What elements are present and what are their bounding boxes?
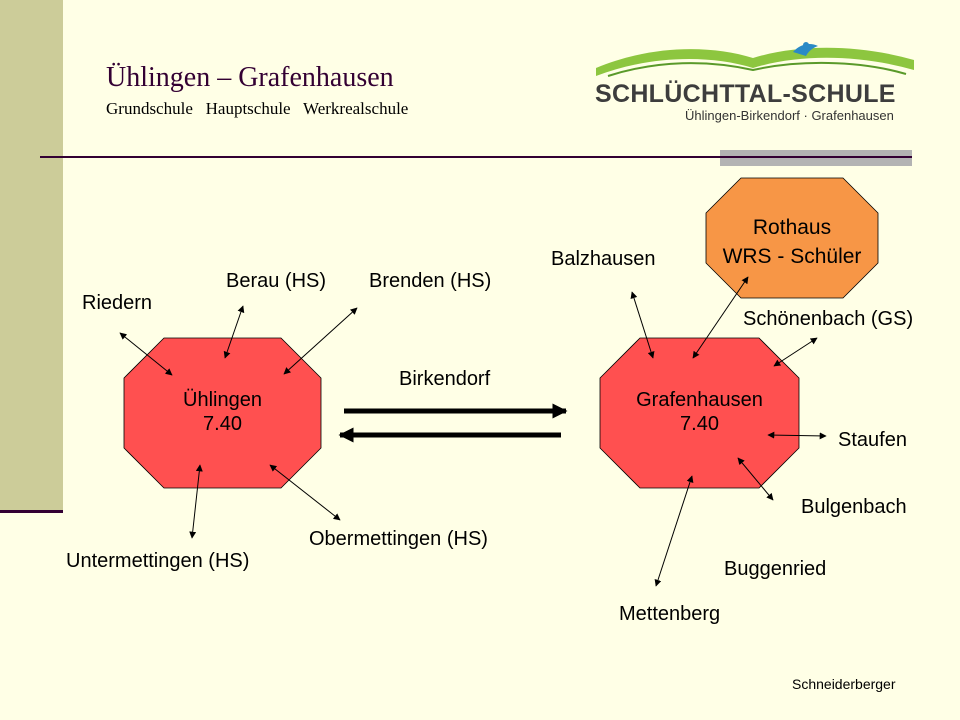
berau-connector (223, 305, 245, 359)
brenden-connector (283, 307, 358, 375)
place-schoenenbach: Schönenbach (GS) (743, 308, 914, 330)
sidebar-divider (0, 510, 63, 513)
school-logo: SCHLÜCHTTAL-SCHULE Ühlingen-Birkendorf ·… (588, 38, 918, 130)
place-bulgenbach: Bulgenbach (801, 496, 907, 518)
place-mettenberg: Mettenberg (619, 603, 721, 625)
place-buggenried: Buggenried (724, 558, 827, 580)
rule-accent (720, 150, 912, 166)
logo-tagline: Ühlingen-Birkendorf · Grafenhausen (685, 108, 894, 123)
grafenhausen-name: Grafenhausen (636, 389, 763, 411)
header-rule (40, 156, 912, 158)
untermettingen-connector (189, 464, 203, 539)
place-berau: Berau (HS) (226, 270, 327, 292)
uehlingen-node: Ühlingen 7.40 (124, 388, 321, 436)
staufen-connector (767, 431, 827, 440)
riedern-connector (119, 332, 173, 376)
place-obermettingen: Obermettingen (HS) (309, 528, 488, 550)
logo-book-icon (596, 42, 914, 77)
uehlingen-name: Ühlingen (183, 389, 262, 411)
page-title: Ühlingen – Grafenhausen (106, 62, 394, 93)
place-birkendorf: Birkendorf (399, 368, 491, 390)
sidebar-band (0, 0, 63, 512)
rothaus-node-shape (705, 177, 879, 299)
rothaus-line1: Rothaus (752, 216, 832, 239)
mettenberg-connector (654, 475, 694, 587)
author-footer: Schneiderberger (792, 676, 896, 692)
page-subtitle: Grundschule Hauptschule Werkrealschule (106, 99, 409, 118)
rothaus-connector (692, 276, 749, 359)
rothaus-line2: WRS - Schüler (722, 245, 862, 268)
grafenhausen-node: Grafenhausen 7.40 (600, 388, 799, 436)
place-brenden: Brenden (HS) (369, 270, 492, 292)
place-staufen: Staufen (838, 429, 907, 451)
logo-wordmark: SCHLÜCHTTAL-SCHULE (595, 80, 896, 108)
obermettingen-connector (269, 464, 341, 521)
uehlingen-time: 7.40 (203, 413, 242, 435)
place-riedern: Riedern (82, 292, 153, 314)
rothaus-node: Rothaus WRS - Schüler (706, 213, 878, 271)
place-untermettingen: Untermettingen (HS) (66, 550, 250, 572)
place-balzhausen: Balzhausen (551, 248, 656, 270)
balzhausen-connector (630, 291, 655, 359)
grafenhausen-time: 7.40 (680, 413, 719, 435)
schoenenbach-connector (773, 337, 818, 367)
bulgenbach-connector (737, 457, 774, 501)
